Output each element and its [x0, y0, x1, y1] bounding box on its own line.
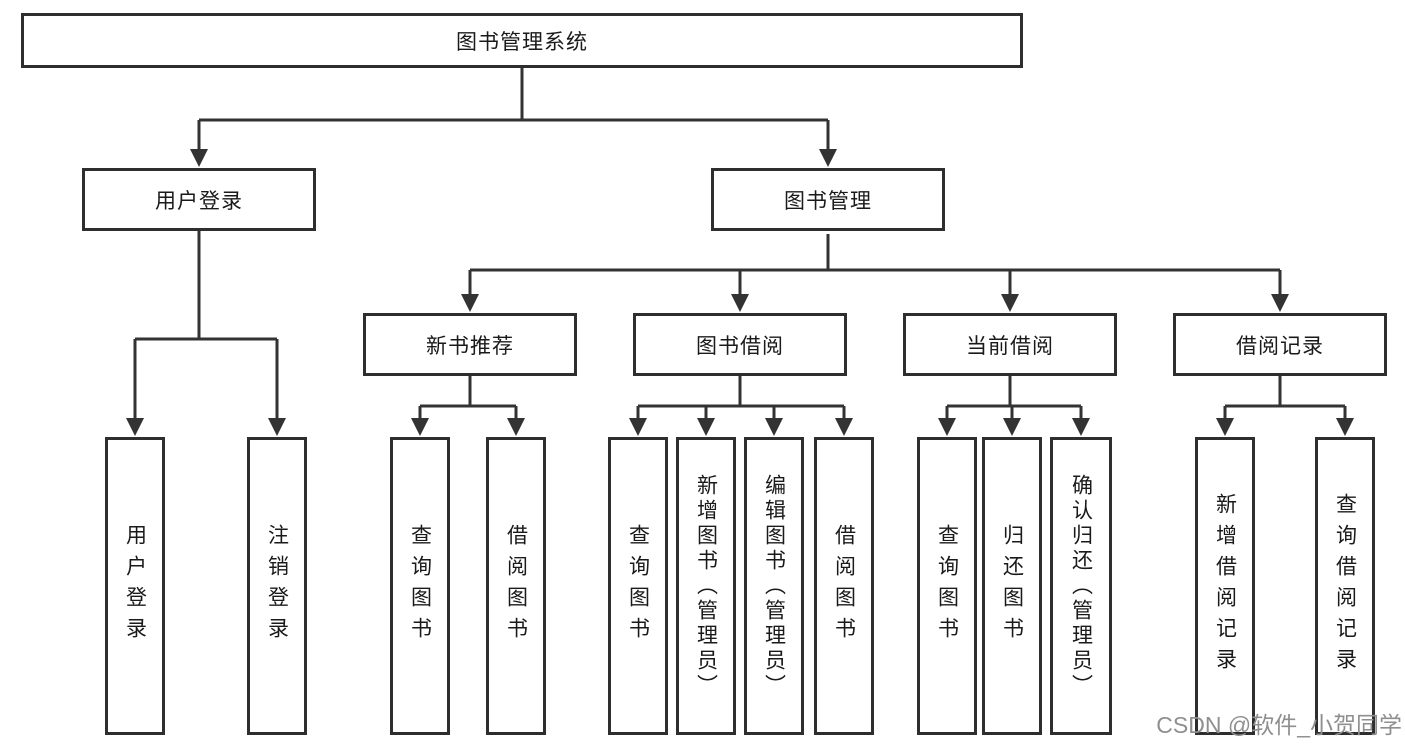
arrow-down-icon — [411, 418, 429, 436]
leaf-user-login-label: 用户登录 — [123, 524, 147, 648]
leaf-confirm-return-admin-label: 确认归还（管理员） — [1069, 473, 1093, 699]
node-book-borrowing: 图书借阅 — [633, 313, 847, 376]
node-borrowing-records-label: 借阅记录 — [1236, 334, 1324, 358]
leaf-borrow-books-borrowing: 借阅图书 — [814, 437, 874, 735]
leaf-add-book-admin-label: 新增图书（管理员） — [694, 473, 718, 699]
leaf-return-book-label: 归还图书 — [1000, 524, 1024, 648]
arrow-down-icon — [629, 418, 647, 436]
leaf-query-books-borrowing-label: 查询图书 — [626, 524, 650, 648]
leaf-add-borrow-record-label: 新增借阅记录 — [1213, 493, 1237, 679]
node-new-book-recommend: 新书推荐 — [363, 313, 577, 376]
node-root-label: 图书管理系统 — [456, 30, 588, 54]
arrow-down-icon — [731, 294, 749, 312]
arrow-down-icon — [765, 418, 783, 436]
arrow-down-icon — [190, 149, 208, 167]
leaf-query-borrow-record: 查询借阅记录 — [1315, 437, 1375, 735]
leaf-query-borrow-record-label: 查询借阅记录 — [1333, 493, 1357, 679]
node-current-borrowing: 当前借阅 — [903, 313, 1117, 376]
node-borrowing-records: 借阅记录 — [1173, 313, 1387, 376]
arrow-down-icon — [1001, 294, 1019, 312]
leaf-confirm-return-admin: 确认归还（管理员） — [1050, 437, 1112, 735]
node-root-system: 图书管理系统 — [21, 13, 1023, 68]
arrow-down-icon — [1072, 418, 1090, 436]
leaf-borrow-books-recommend-label: 借阅图书 — [504, 524, 528, 648]
arrow-down-icon — [126, 418, 144, 436]
node-current-borrowing-label: 当前借阅 — [966, 334, 1054, 358]
leaf-edit-book-admin: 编辑图书（管理员） — [744, 437, 804, 735]
arrow-down-icon — [1216, 418, 1234, 436]
leaf-query-books-recommend: 查询图书 — [390, 437, 450, 735]
leaf-query-books-current-label: 查询图书 — [935, 524, 959, 648]
leaf-borrow-books-borrowing-label: 借阅图书 — [832, 524, 856, 648]
node-user-login-label: 用户登录 — [155, 189, 243, 213]
node-book-borrowing-label: 图书借阅 — [696, 334, 784, 358]
leaf-logout: 注销登录 — [247, 437, 307, 735]
leaf-logout-label: 注销登录 — [265, 524, 289, 648]
arrow-down-icon — [938, 418, 956, 436]
arrow-down-icon — [697, 418, 715, 436]
arrow-down-icon — [1336, 418, 1354, 436]
arrow-down-icon — [507, 418, 525, 436]
leaf-add-book-admin: 新增图书（管理员） — [676, 437, 736, 735]
arrow-down-icon — [1271, 294, 1289, 312]
leaf-add-borrow-record: 新增借阅记录 — [1195, 437, 1255, 735]
leaf-user-login: 用户登录 — [105, 437, 165, 735]
csdn-watermark: CSDN @软件_小贺同学 — [1156, 712, 1402, 738]
arrow-down-icon — [461, 294, 479, 312]
node-book-management-label: 图书管理 — [784, 189, 872, 213]
arrow-down-icon — [819, 149, 837, 167]
arrow-down-icon — [835, 418, 853, 436]
node-user-login-module: 用户登录 — [82, 168, 316, 231]
leaf-return-book: 归还图书 — [982, 437, 1042, 735]
leaf-query-books-current: 查询图书 — [917, 437, 977, 735]
leaf-query-books-borrowing: 查询图书 — [608, 437, 668, 735]
leaf-borrow-books-recommend: 借阅图书 — [486, 437, 546, 735]
arrow-down-icon — [268, 418, 286, 436]
leaf-query-books-recommend-label: 查询图书 — [408, 524, 432, 648]
node-book-management-module: 图书管理 — [711, 168, 945, 231]
leaf-edit-book-admin-label: 编辑图书（管理员） — [762, 473, 786, 699]
arrow-down-icon — [1003, 418, 1021, 436]
node-new-book-recommend-label: 新书推荐 — [426, 334, 514, 358]
